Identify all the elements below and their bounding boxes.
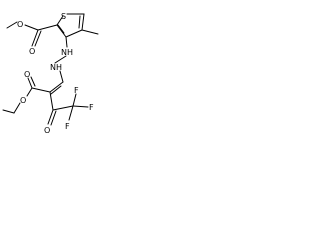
atom-ester2-o-carbonyl: O <box>24 70 30 79</box>
bond-c3-c2 <box>56 24 67 38</box>
atom-ester1-o-carbonyl: O <box>29 47 35 56</box>
bond-ester1-c-o-carbonyl-double <box>34 30 42 47</box>
bond-ester1-c-o-carbonyl <box>31 29 39 47</box>
molecule-structure: S O O NH NH O O O F F F <box>2 12 99 135</box>
atom-f-left: F <box>65 122 70 131</box>
atom-ester2-o-ethoxy: O <box>20 96 26 105</box>
bond-ethyl-ch3 <box>2 109 15 114</box>
bond-c4-c3 <box>65 29 83 38</box>
bond-ethoxy-ch2 <box>13 102 21 114</box>
bond-ketone-c-o-double <box>50 110 57 126</box>
bond-c4-methyl <box>81 29 99 35</box>
atom-s: S <box>61 12 66 21</box>
bond-ch-c <box>49 81 64 93</box>
bond-c3-nh1 <box>65 36 68 48</box>
bond-ester1-o-methyl <box>6 21 18 29</box>
atom-ketone-o: O <box>44 126 50 135</box>
bond-c3-c2-double <box>57 24 65 34</box>
bond-ester1-c-o-methoxy <box>24 24 39 31</box>
atom-f-right: F <box>89 103 94 112</box>
atom-nh1: NH <box>61 48 73 57</box>
atom-nh2: NH <box>50 63 62 72</box>
bond-ester2-c-o-ethoxy <box>26 87 33 97</box>
bond-c5-c4 <box>81 13 85 31</box>
atom-f-top: F <box>74 86 79 95</box>
bonds <box>2 13 99 126</box>
bond-ester2-c-o-carbonyl <box>27 77 33 89</box>
bond-c5-c4-double <box>78 15 81 29</box>
bond-ch-c-double <box>50 85 62 95</box>
bond-nh2-ch <box>59 70 64 83</box>
bond-cf3-f-right <box>72 105 89 108</box>
bond-c2-s <box>56 15 64 26</box>
atom-labels: S O O NH NH O O O F F F <box>17 12 94 135</box>
bond-nh1-nh2 <box>54 55 67 64</box>
bond-c-ester2-c <box>31 87 51 93</box>
bond-ketone-c-o <box>47 109 54 125</box>
atom-ester1-o-methoxy: O <box>17 20 23 29</box>
bond-cf3-f-top <box>72 93 77 107</box>
bond-c2-ester1-c <box>37 24 58 31</box>
molecule-canvas: S O O NH NH O O O F F F <box>0 0 115 144</box>
bond-c-ketone-c <box>49 91 54 111</box>
bond-ketone-c-cf3 <box>52 105 74 111</box>
bond-cf3-f-left <box>68 105 74 121</box>
bond-ester2-c-o-carbonyl-double <box>30 76 36 87</box>
